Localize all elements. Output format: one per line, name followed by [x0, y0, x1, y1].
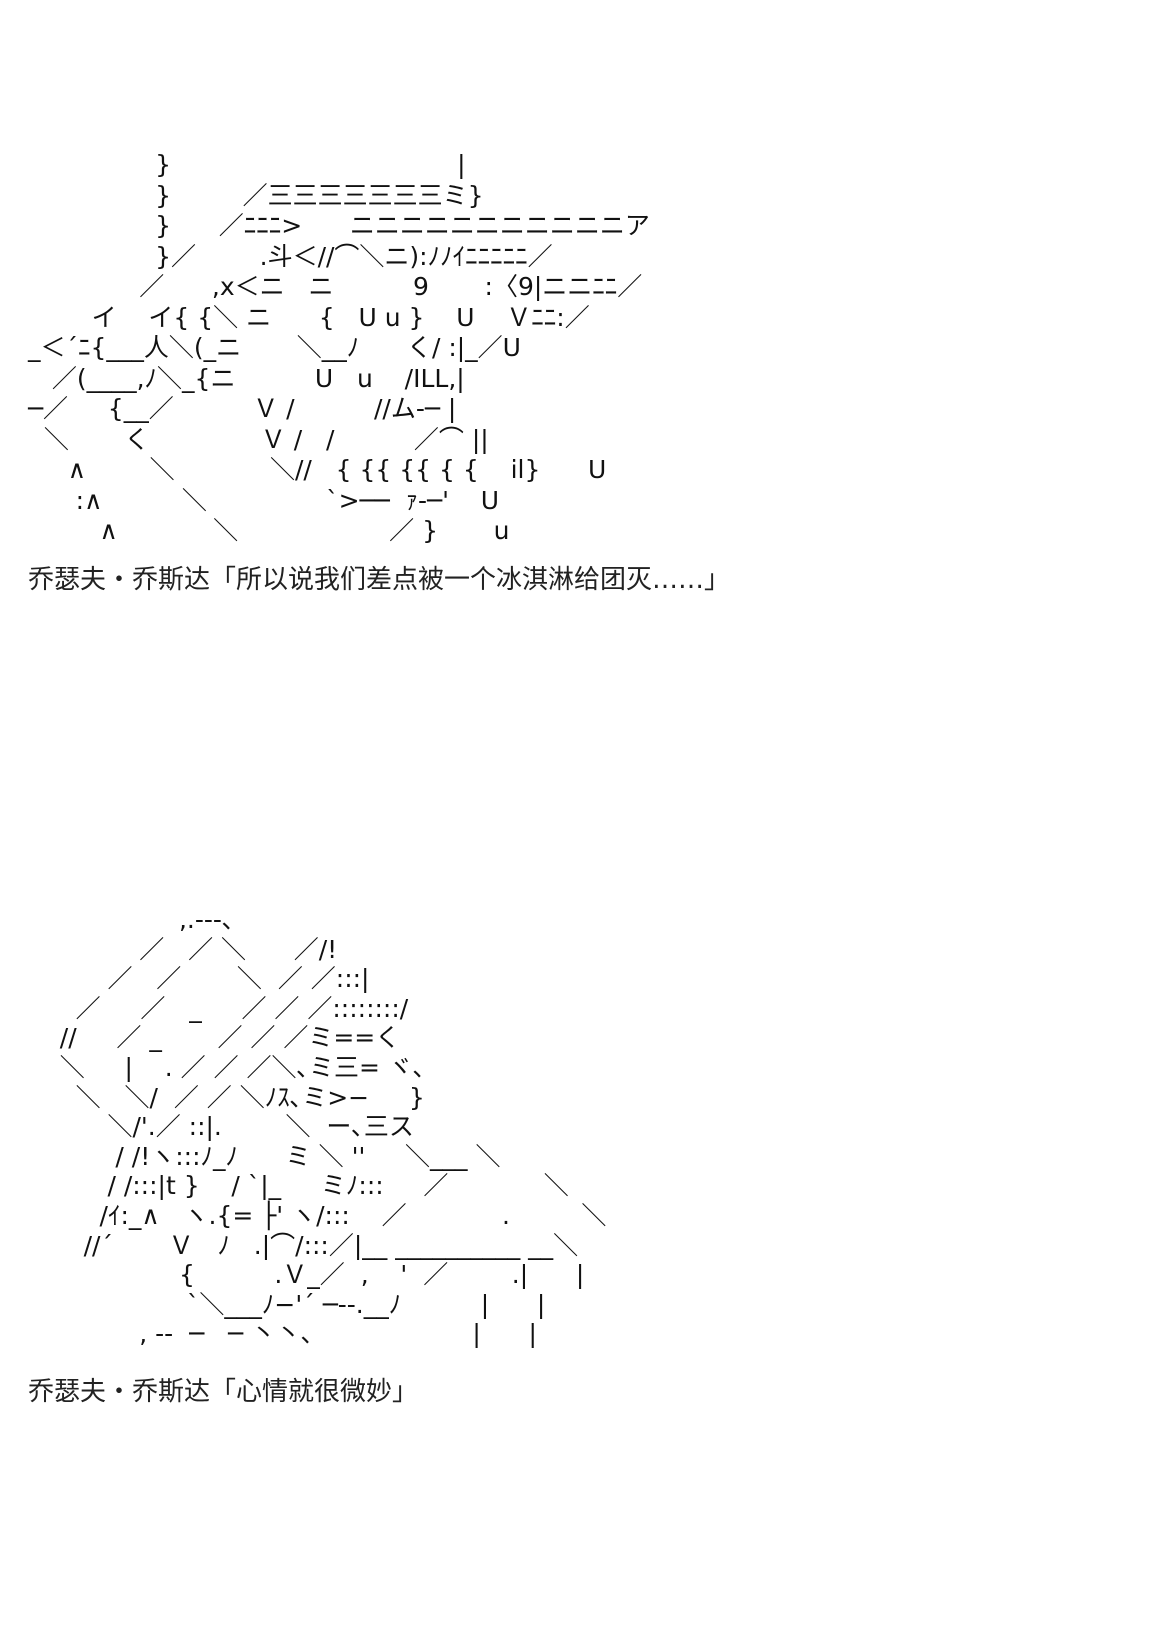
speaker-name: 乔瑟夫・乔斯达 [28, 1377, 211, 1407]
dialogue-caption: 乔瑟夫・乔斯达「所以说我们差点被一个冰淇淋给团灭……」 [28, 563, 730, 597]
dialogue-line: 「所以说我们差点被一个冰淇淋给团灭……」 [210, 565, 731, 595]
speaker-name: 乔瑟夫・乔斯达 [28, 565, 211, 595]
panel-1: } | } ／三三三三三三三ミ} } ／ﾆﾆﾆ> ニニニニニニニニニニニア }／… [0, 150, 1155, 620]
ascii-art-joseph-2: ,.-‐-､ ／ ／ ＼ ／/! ／ ／ ＼ ／ ／:::| ／ ／ _ ／ ／… [59, 905, 607, 1349]
panel-2: ,.-‐-､ ／ ／ ＼ ／/! ／ ／ ＼ ／ ／:::| ／ ／ _ ／ ／… [0, 905, 1155, 1465]
dialogue-line: 「心情就很微妙」 [210, 1377, 419, 1407]
dialogue-caption: 乔瑟夫・乔斯达「心情就很微妙」 [28, 1375, 418, 1409]
ascii-art-joseph-1: } | } ／三三三三三三三ミ} } ／ﾆﾆﾆ> ニニニニニニニニニニニア }／… [28, 150, 650, 545]
